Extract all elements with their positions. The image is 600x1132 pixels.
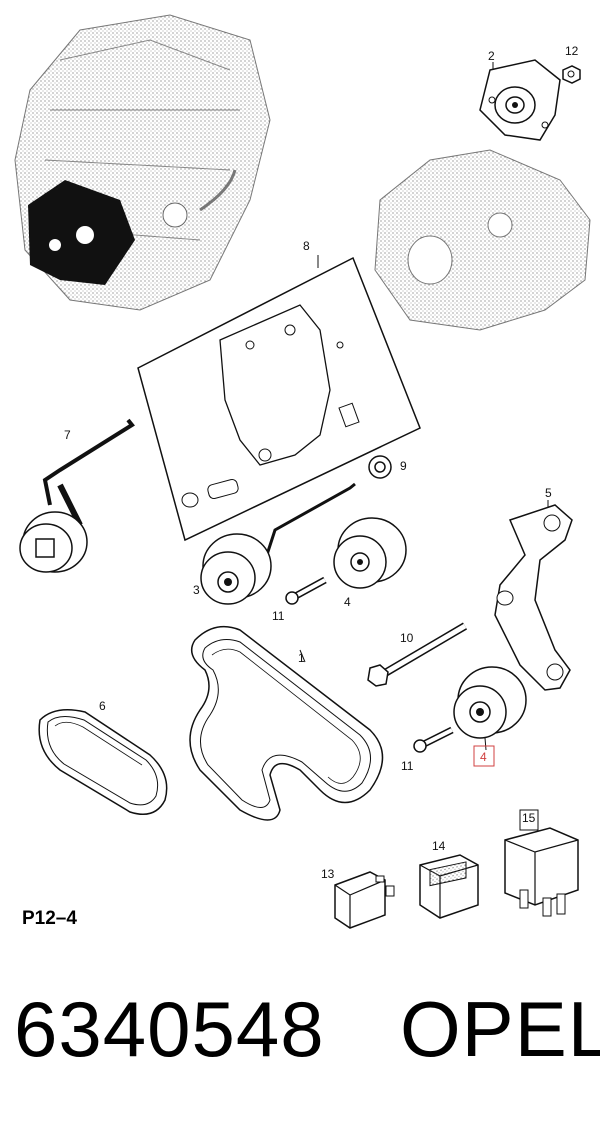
callout-9: 9 [400,459,407,473]
leader-lines [299,62,549,751]
bracket-kit-part-8 [137,255,421,542]
callout-13: 13 [321,867,335,881]
callout-15: 15 [522,811,536,825]
bracket-part-5 [494,504,573,691]
brand-name: OPEL [400,985,600,1073]
callout-11-upper: 11 [272,609,285,623]
callout-4-highlighted: 4 [480,750,487,764]
idler-pulley-part-4-upper [333,517,407,589]
callout-12: 12 [565,44,579,58]
callout-6: 6 [99,699,106,713]
relay-part-14 [419,854,479,919]
callout-4-upper: 4 [344,595,351,609]
idler-arm-part-7 [19,418,135,573]
nut-part-12 [562,65,581,84]
relay-part-13 [334,871,395,929]
highlighted-callout-box [473,745,495,767]
callout-8: 8 [303,239,310,253]
ribbed-belt-part-1 [189,625,384,821]
washer-part-9 [368,455,392,479]
tensioner-part-2 [479,59,561,141]
ribbed-belt-part-6 [38,709,168,815]
engine-housing-right [374,149,591,331]
callout-3: 3 [193,583,200,597]
part-number: 6340548 [14,985,325,1073]
callout-14: 14 [432,839,446,853]
bolt-part-11-upper [285,576,327,605]
callout-1: 1 [298,651,305,665]
engine-highlight-region [28,180,135,285]
idler-pulley-part-4-lower [453,666,527,739]
bolt-part-10 [367,622,468,687]
callout-11-lower: 11 [401,759,414,773]
page-reference: P12–4 [22,908,77,929]
callout-5: 5 [545,486,552,500]
callout-2: 2 [488,49,495,63]
bolt-part-11-lower [413,726,454,753]
callout-7: 7 [64,428,71,442]
relay-part-15 [504,809,579,917]
idler-pulley-part-3 [200,482,356,605]
callout-10: 10 [400,631,414,645]
